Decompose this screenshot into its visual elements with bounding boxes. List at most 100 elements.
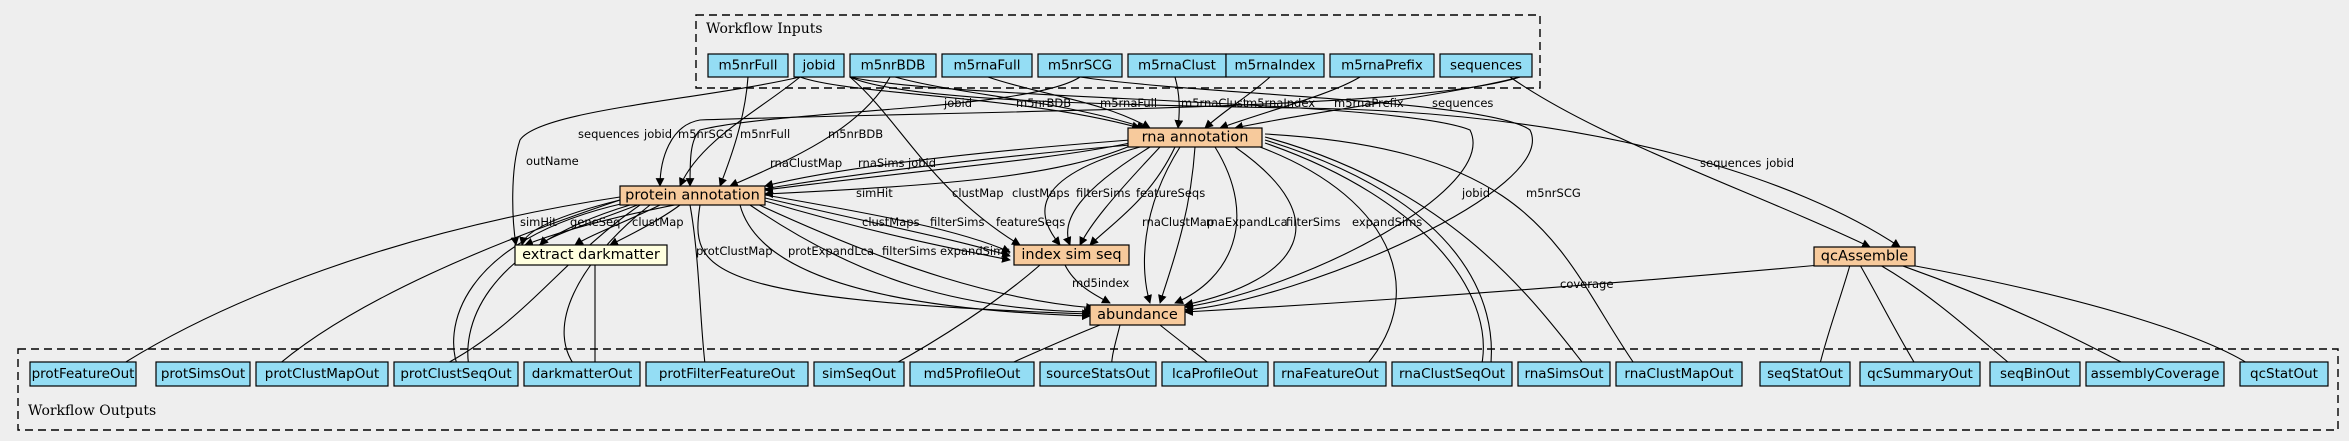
edge-label: filterSims [1076,186,1130,200]
edge-label: clustMaps [1012,186,1070,200]
edge-labels: jobid m5nrBDB m5rnaFull m5rnaClust m5rna… [520,96,1794,291]
input-node-label: sequences [1450,58,1522,74]
edge-label: clustMap [952,186,1004,200]
output-node-label: sourceStatsOut [1046,366,1150,382]
edge-label: filterSims [1286,215,1340,229]
step-node-label: rna annotation [1142,130,1249,146]
inputs-cluster [695,14,1541,89]
step-node-abundance[interactable] [1089,304,1186,326]
outputs-cluster-label: Workflow Outputs [28,403,156,419]
edge-label: m5rnaClust [1181,96,1248,110]
output-node-rnaClustMapOut[interactable] [1615,361,1743,387]
output-node-label: protClustSeqOut [400,366,511,382]
output-node-rnaFeatureOut[interactable] [1273,361,1387,387]
output-node-assemblyCoverage[interactable] [2085,361,2225,387]
output-node-label: lcaProfileOut [1172,366,1258,382]
edge-label: m5nrSCG [1526,186,1581,200]
edge-label: m5nrBDB [1016,96,1071,110]
edge-label: rnaClustMap [1142,215,1214,229]
input-node-label: m5nrSCG [1048,58,1112,74]
step-node-label: abundance [1097,307,1178,323]
step-node-label: extract darkmatter [522,247,660,263]
inputs-cluster-label: Workflow Inputs [706,21,823,37]
output-node-qcStatOut[interactable] [2239,361,2329,387]
edge-label: jobid [943,96,972,110]
output-node-rnaSimsOut[interactable] [1517,361,1611,387]
output-node-darkmatterOut[interactable] [523,361,641,387]
output-node-label: rnaClustSeqOut [1399,366,1505,382]
edge-label: m5rnaFull [1100,96,1157,110]
edge-label: clustMap [632,215,684,229]
output-node-simSeqOut[interactable] [813,361,905,387]
edge-label: expandSims [940,244,1010,258]
output-node-md5ProfileOut[interactable] [909,361,1035,387]
edge-label: md5index [1072,276,1129,290]
edge-label: jobid [907,156,936,170]
edges [109,76,2261,374]
output-node-label: assemblyCoverage [2091,366,2220,382]
input-node-label: m5rnaClust [1138,58,1216,74]
input-node-label: m5rnaIndex [1234,58,1315,74]
output-node-protFeatureOut[interactable] [29,361,137,387]
output-node-label: protSimsOut [161,366,245,382]
step-node-extract-darkmatter[interactable] [514,244,668,266]
output-node-qcSummaryOut[interactable] [1859,361,1981,387]
edge-label: sequences [1432,96,1493,110]
edge-label: featureSeqs [1136,186,1205,200]
output-node-seqBinOut[interactable] [1989,361,2081,387]
edge-label: rnaSims [858,156,905,170]
output-node-seqStatOut[interactable] [1759,361,1851,387]
output-node-protSimsOut[interactable] [155,361,251,387]
edge-label: protExpandLca [788,244,874,258]
output-node-label: rnaFeatureOut [1281,366,1379,382]
output-node-label: protClustMapOut [265,366,379,382]
output-node-label: simSeqOut [822,366,896,382]
edge-label: rnaExpandLca [1206,215,1288,229]
output-node-sourceStatsOut[interactable] [1039,361,1157,387]
step-node-label: protein annotation [625,188,760,204]
output-node-label: seqBinOut [2000,366,2070,382]
input-node-label: jobid [802,58,836,74]
output-node-label: protFeatureOut [32,366,135,382]
outputs-cluster [17,348,2339,431]
output-node-label: qcStatOut [2250,366,2318,382]
edge-label: jobid [1461,186,1490,200]
edge-label: outName [526,154,579,168]
edge-label: sequences [1700,156,1761,170]
input-node-m5rnaIndex[interactable] [1225,53,1325,78]
edge-label: sequences [578,127,639,141]
input-node-m5rnaPrefix[interactable] [1329,53,1435,78]
edge-label: jobid [1765,156,1794,170]
edge-label: simHit [520,215,557,229]
edge-label: filterSims [882,244,936,258]
step-node-label: index sim seq [1021,247,1121,263]
step-nodes: rna annotation protein annotation extrac… [514,127,1916,326]
edge-label: expandSims [1352,215,1422,229]
output-node-lcaProfileOut[interactable] [1161,361,1269,387]
input-node-label: m5rnaFull [954,58,1021,74]
input-node-label: m5nrFull [719,58,778,74]
output-node-rnaClustSeqOut[interactable] [1391,361,1513,387]
edge-label: geneSeq [570,215,620,229]
input-node-sequences[interactable] [1439,53,1533,78]
output-node-label: protFilterFeatureOut [659,366,795,382]
edge-label: rnaClustMap [770,156,842,170]
input-node-m5nrSCG[interactable] [1037,53,1123,78]
step-node-qcAssemble[interactable] [1813,246,1916,267]
output-node-label: darkmatterOut [532,366,633,382]
step-node-index-sim-seq[interactable] [1013,244,1130,266]
input-node-m5rnaFull[interactable] [941,53,1033,78]
step-node-rna-annotation[interactable] [1127,127,1263,148]
input-node-jobid[interactable] [793,53,845,78]
edge-label: filterSims [930,215,984,229]
output-nodes: protFeatureOut protSimsOut protClustMapO… [29,361,2329,387]
output-node-protClustSeqOut[interactable] [393,361,519,387]
output-node-protFilterFeatureOut[interactable] [645,361,809,387]
input-node-m5nrBDB[interactable] [849,53,937,78]
input-node-label: m5nrBDB [861,58,926,74]
input-node-m5nrFull[interactable] [707,53,789,78]
step-node-protein-annotation[interactable] [619,185,766,206]
step-node-label: qcAssemble [1821,249,1908,265]
output-node-protClustMapOut[interactable] [255,361,389,387]
